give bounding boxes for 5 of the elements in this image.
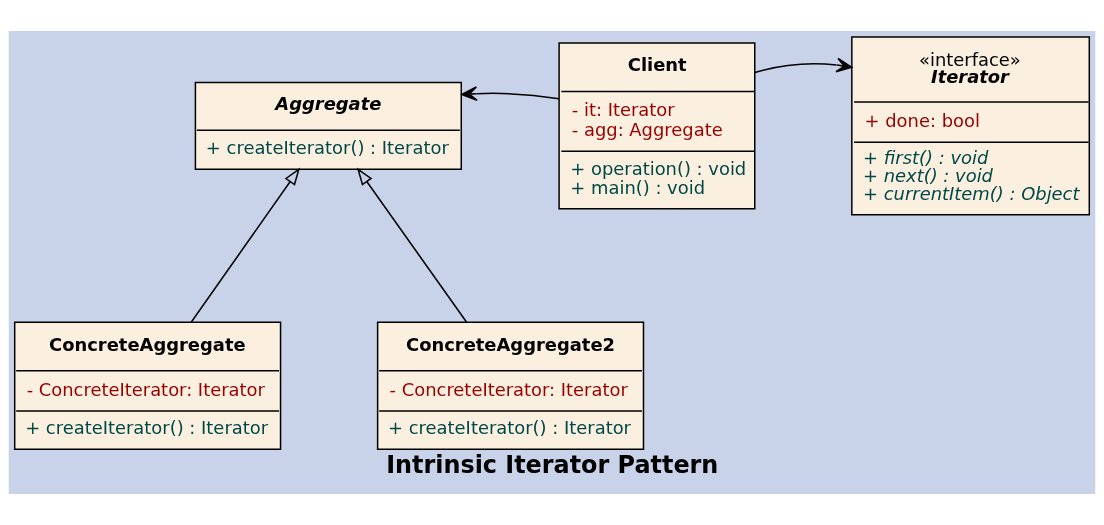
arrow — [356, 167, 468, 323]
caption: Intrinsic Iterator Pattern — [386, 450, 719, 479]
arrow — [754, 57, 853, 74]
arrow — [190, 167, 301, 323]
arrow — [461, 86, 560, 102]
